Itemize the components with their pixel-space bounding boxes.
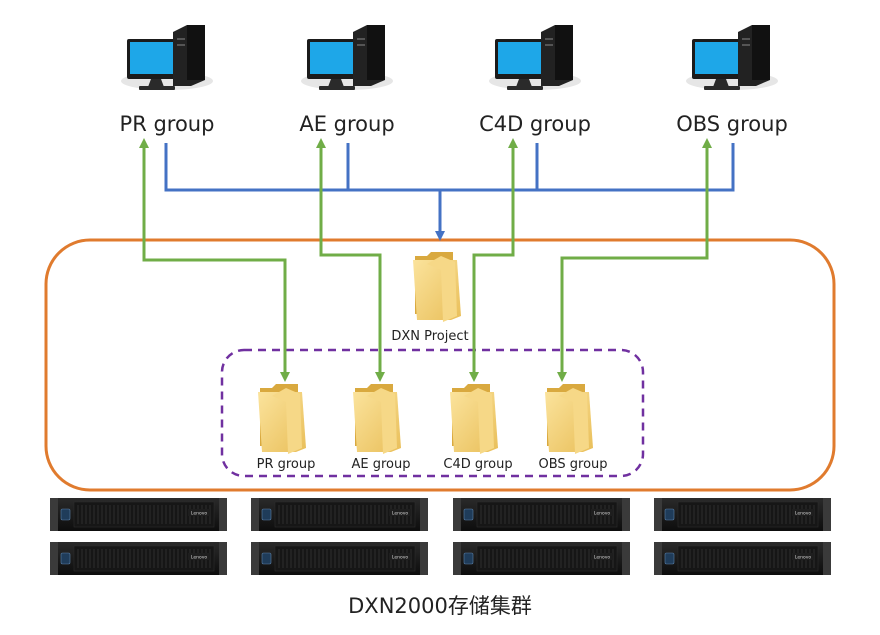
sub-folder: OBS group: [538, 384, 608, 472]
access-line-obs: [557, 138, 712, 382]
workstation: OBS group: [676, 25, 788, 136]
sub-folder: AE group: [352, 384, 411, 472]
sub-folder: PR group: [257, 384, 316, 472]
desktop-computer-icon: [686, 25, 778, 90]
folder-icon: [353, 384, 401, 454]
server-brand-label: Lenovo: [795, 555, 811, 561]
desktop-computer-icon: [489, 25, 581, 90]
folder-icon: [545, 384, 593, 454]
desktop-computer-icon: [121, 25, 213, 90]
sub-folder-label: PR group: [257, 457, 316, 472]
access-line-c4d: [469, 138, 518, 382]
rack-server-icon: Lenovo: [453, 498, 630, 531]
rack-server-icon: Lenovo: [251, 498, 428, 531]
rack-server-icon: Lenovo: [654, 498, 831, 531]
server-brand-label: Lenovo: [392, 511, 408, 517]
access-line-pr: [139, 138, 290, 382]
workstation-label: PR group: [120, 112, 215, 136]
workstations: PR group AE group C4D group OBS group: [120, 25, 788, 136]
sub-folders: PR group AE group C4D group OBS group: [257, 384, 608, 472]
sub-folder: C4D group: [443, 384, 513, 472]
rack-server-icon: Lenovo: [453, 542, 630, 575]
access-lines: [139, 138, 712, 382]
workstation-label: C4D group: [479, 112, 591, 136]
access-line-ae: [316, 138, 385, 382]
rack-server-icon: Lenovo: [50, 542, 227, 575]
sub-folder-label: OBS group: [538, 457, 607, 472]
subfolder-group-boundary: [220, 348, 645, 478]
workstation: AE group: [299, 25, 395, 136]
rack-server-icon: Lenovo: [50, 498, 227, 531]
server-brand-label: Lenovo: [795, 511, 811, 517]
server-brand-label: Lenovo: [191, 511, 207, 517]
cluster-name: DXN2000存储集群: [348, 594, 532, 618]
sub-folder-label: AE group: [352, 457, 411, 472]
desktop-computer-icon: [301, 25, 393, 90]
server-brand-label: Lenovo: [594, 555, 610, 561]
workstation: C4D group: [479, 25, 591, 136]
server-brand-label: Lenovo: [392, 555, 408, 561]
write-bus-lines: [164, 143, 735, 241]
project-folder-label: DXN Project: [391, 329, 468, 344]
folder-icon: [258, 384, 306, 454]
rack-server-icon: Lenovo: [251, 542, 428, 575]
server-brand-label: Lenovo: [594, 511, 610, 517]
rack-server-icon: Lenovo: [654, 542, 831, 575]
workstation-label: OBS group: [676, 112, 788, 136]
folder-icon: [450, 384, 498, 454]
project-folder: DXN Project: [391, 252, 469, 344]
workstation: PR group: [120, 25, 215, 136]
workstation-label: AE group: [299, 112, 394, 136]
server-brand-label: Lenovo: [191, 555, 207, 561]
sub-folder-label: C4D group: [443, 457, 512, 472]
folder-icon: [413, 252, 461, 322]
